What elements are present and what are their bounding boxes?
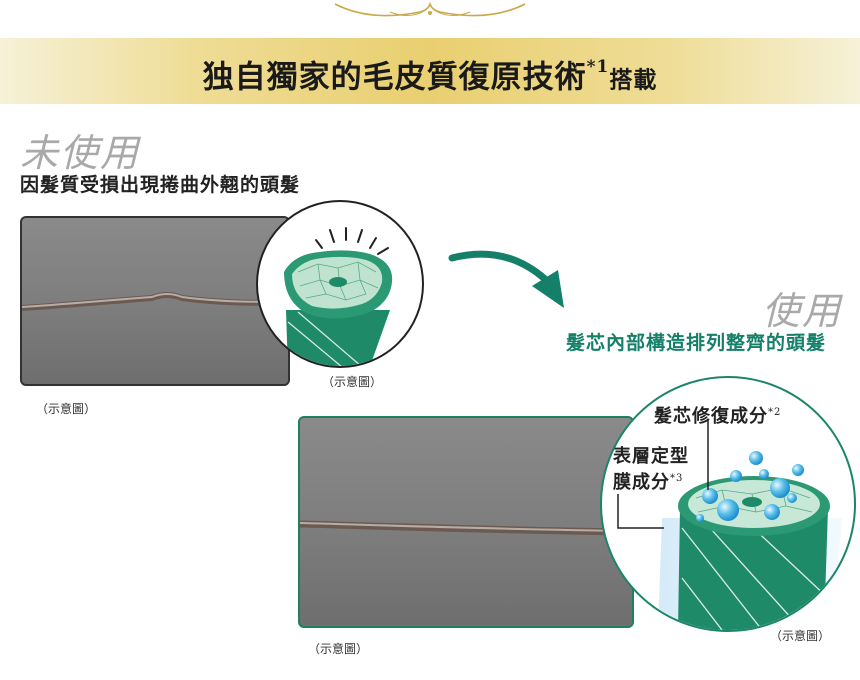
damaged-hair-circle xyxy=(256,200,424,368)
after-description: 髮芯內部構造排列整齊的頭髮 xyxy=(566,332,827,354)
before-heading: 未使用 xyxy=(20,131,141,175)
before-hair-photo xyxy=(20,216,290,386)
before-circle-caption: （示意圖） xyxy=(322,375,383,389)
page-title: 独自獨家的毛皮質復原技術*1搭載 xyxy=(0,38,860,104)
core-repair-note: *2 xyxy=(768,407,782,418)
after-hair-photo xyxy=(298,416,634,628)
title-footnote: *1 xyxy=(586,57,610,77)
arrow-curved-icon xyxy=(448,250,564,308)
core-repair-label-text: 髮芯修復成分 xyxy=(654,406,768,427)
label-leader-lines xyxy=(617,420,709,529)
surface-film-line2: 膜成分 xyxy=(613,472,670,493)
surface-film-line1: 表層定型 xyxy=(613,446,689,467)
before-photo-caption: （示意圖） xyxy=(36,402,97,416)
after-photo-caption: （示意圖） xyxy=(308,642,369,656)
ornament-icon xyxy=(334,1,526,17)
damaged-hair-strand-icon xyxy=(284,227,393,366)
after-heading: 使用 xyxy=(762,289,843,333)
surface-film-note: *3 xyxy=(670,473,684,484)
core-repair-label: 髮芯修復成分*2 xyxy=(654,402,781,428)
title-banner xyxy=(0,38,860,104)
after-circle-caption: （示意圖） xyxy=(770,629,831,643)
surface-film-label: 表層定型膜成分*3 xyxy=(613,446,689,494)
title-suffix: 搭載 xyxy=(609,66,658,94)
title-main: 独自獨家的毛皮質復原技術 xyxy=(202,59,587,96)
repaired-hair-strand-icon xyxy=(658,451,842,630)
before-description: 因髮質受損出現捲曲外翹的頭髮 xyxy=(20,174,301,196)
repaired-hair-circle xyxy=(600,376,856,632)
